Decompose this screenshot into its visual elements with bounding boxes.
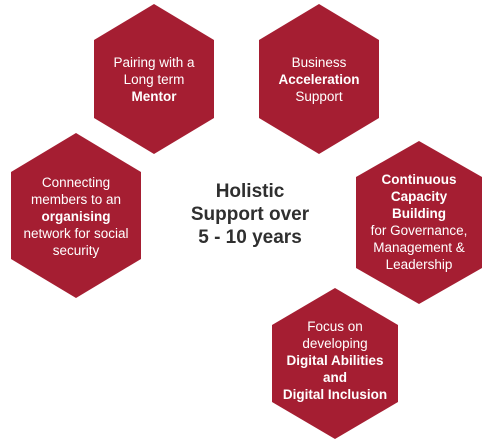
hex-text-line: Pairing with a (113, 55, 195, 70)
hex-text-line: Connecting (41, 175, 111, 190)
center-title-line: 5 - 10 years (198, 227, 302, 248)
hex-text-line: Mentor (131, 89, 177, 104)
hex-text-line: Leadership (385, 257, 453, 272)
hex-text-line: Continuous (381, 172, 457, 187)
hex-text-line: Digital Abilities (286, 353, 384, 368)
hex-text-line: for Governance, (370, 223, 468, 238)
hex-text-line: developing (302, 336, 368, 351)
center-title-line: Holistic (215, 181, 285, 202)
center-title-line: Support over (190, 204, 310, 225)
hex-text-line: security (52, 243, 100, 258)
hex-text-line: Capacity (390, 189, 448, 204)
center-title: Holistic Support over 5 - 10 years (170, 180, 330, 249)
hex-text-line: Building (392, 206, 446, 221)
hex-text-line: Long term (123, 72, 185, 87)
hex-text-line: network for social (23, 226, 129, 241)
hex-text-line: Acceleration (278, 72, 360, 87)
hex-organising-network (11, 133, 141, 298)
hex-text-line: organising (41, 209, 111, 224)
hex-text-line: and (322, 370, 347, 385)
hex-text-line: Business (291, 55, 347, 70)
hex-text-line: Focus on (307, 319, 363, 334)
hex-text-line: Digital Inclusion (282, 387, 388, 402)
hex-digital-inclusion (272, 288, 398, 439)
hex-capacity-building (356, 141, 482, 304)
hex-text-line: Support (295, 89, 343, 104)
hex-mentor (94, 4, 214, 154)
hex-business-acceleration (259, 4, 379, 154)
hex-organising-network-text: Connecting members to an organising network… (11, 174, 141, 259)
hex-text-line: members to an (30, 192, 122, 207)
hex-text-line: Management & (373, 240, 465, 255)
